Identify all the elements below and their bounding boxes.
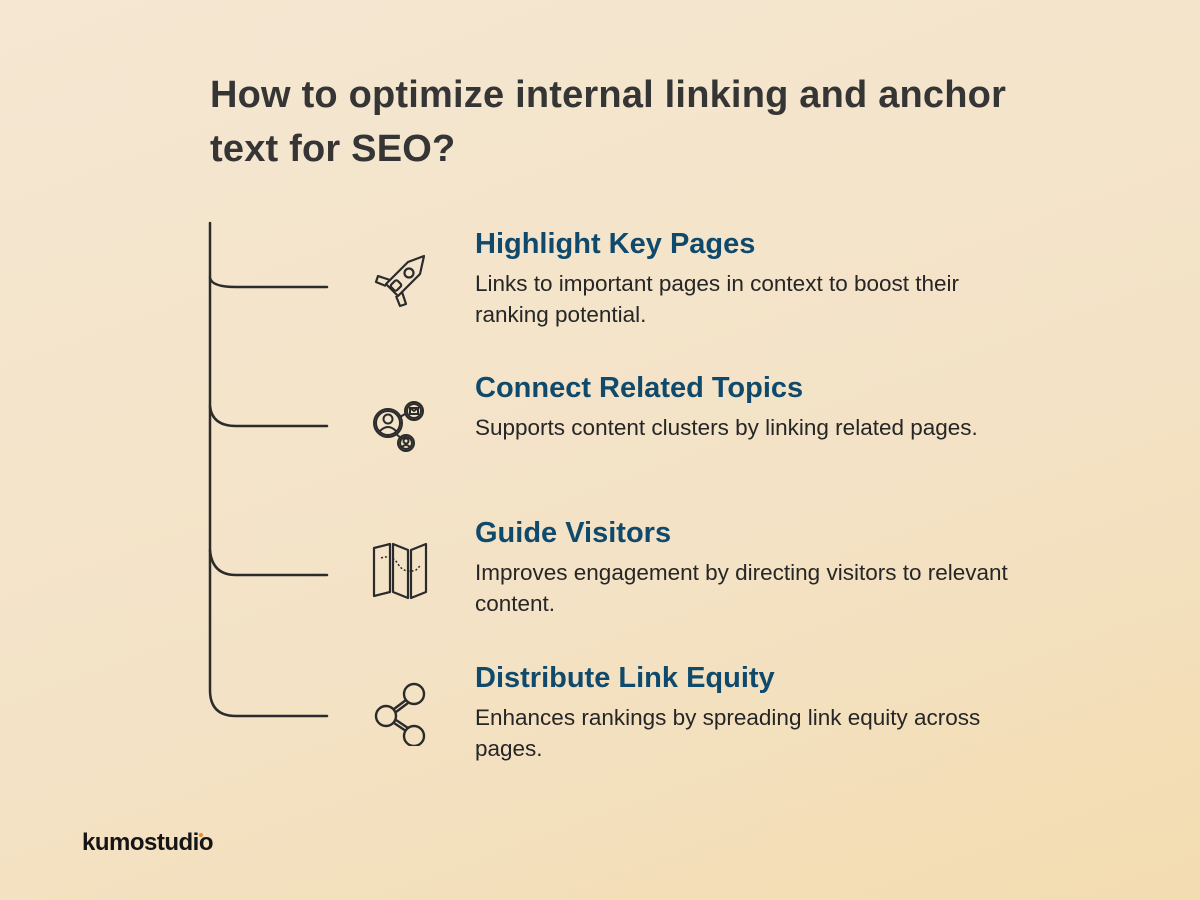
item-description: Links to important pages in context to b… <box>475 271 960 327</box>
brand-logo: kumostudio <box>82 829 214 857</box>
network-connections-icon <box>368 395 432 459</box>
item-description: Enhances rankings by spreading link equi… <box>475 705 981 761</box>
item-guide-visitors: Guide Visitors Improves engagement by di… <box>475 515 1015 619</box>
item-distribute-link-equity: Distribute Link Equity Enhances rankings… <box>475 660 1015 764</box>
rocket-icon <box>368 250 432 314</box>
item-connect-related-topics: Connect Related Topics Supports content … <box>475 370 1015 443</box>
item-description: Supports content clusters by linking rel… <box>475 415 978 440</box>
logo-accent-dot <box>199 833 203 837</box>
item-heading: Highlight Key Pages <box>475 228 756 260</box>
share-nodes-icon <box>368 682 432 748</box>
brand-logo-text: kumostudio <box>82 829 214 856</box>
folded-map-icon <box>368 540 432 604</box>
item-heading: Guide Visitors <box>475 517 672 549</box>
page-title: How to optimize internal linking and anc… <box>210 74 1007 170</box>
item-highlight-key-pages: Highlight Key Pages Links to important p… <box>475 226 1015 330</box>
item-heading: Distribute Link Equity <box>475 662 775 694</box>
item-heading: Connect Related Topics <box>475 372 804 404</box>
item-description: Improves engagement by directing visitor… <box>475 560 1008 616</box>
